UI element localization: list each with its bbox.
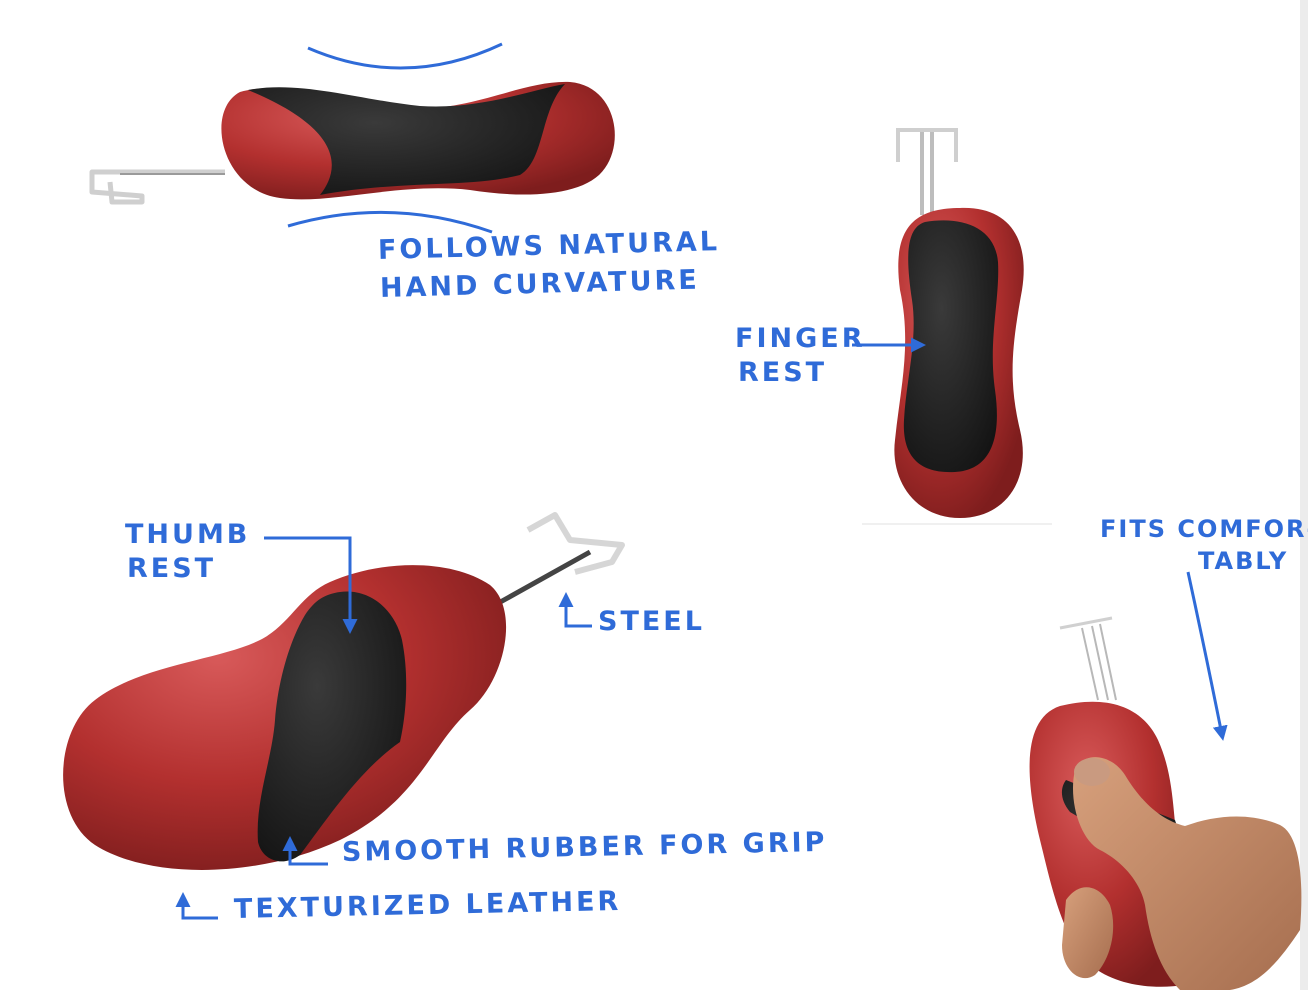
label-thumb-line1: THUMB [125,519,251,550]
thumb-rest-arrow [264,536,358,634]
curvature-arc-bottom [287,210,493,234]
fits-comfortably-arrow [1186,571,1228,741]
rubber-arrow [282,836,328,866]
label-fits-line1: FITS COMFOR- [1100,515,1308,543]
perspective-view-handle [63,512,625,870]
label-finger-line1: FINGER [735,323,866,354]
label-finger-line2: REST [738,357,828,388]
page-edge-strip [1300,0,1308,990]
front-view-handle [862,128,1052,525]
side-view-handle [89,81,615,205]
leather-arrow [175,892,218,920]
label-fits-line2: TABLY [1198,547,1289,575]
label-thumb-line2: REST [127,553,217,584]
in-hand-view [1029,616,1302,990]
curvature-arc-top [307,42,503,70]
steel-arrow [558,592,592,628]
label-steel: STEEL [598,606,705,637]
